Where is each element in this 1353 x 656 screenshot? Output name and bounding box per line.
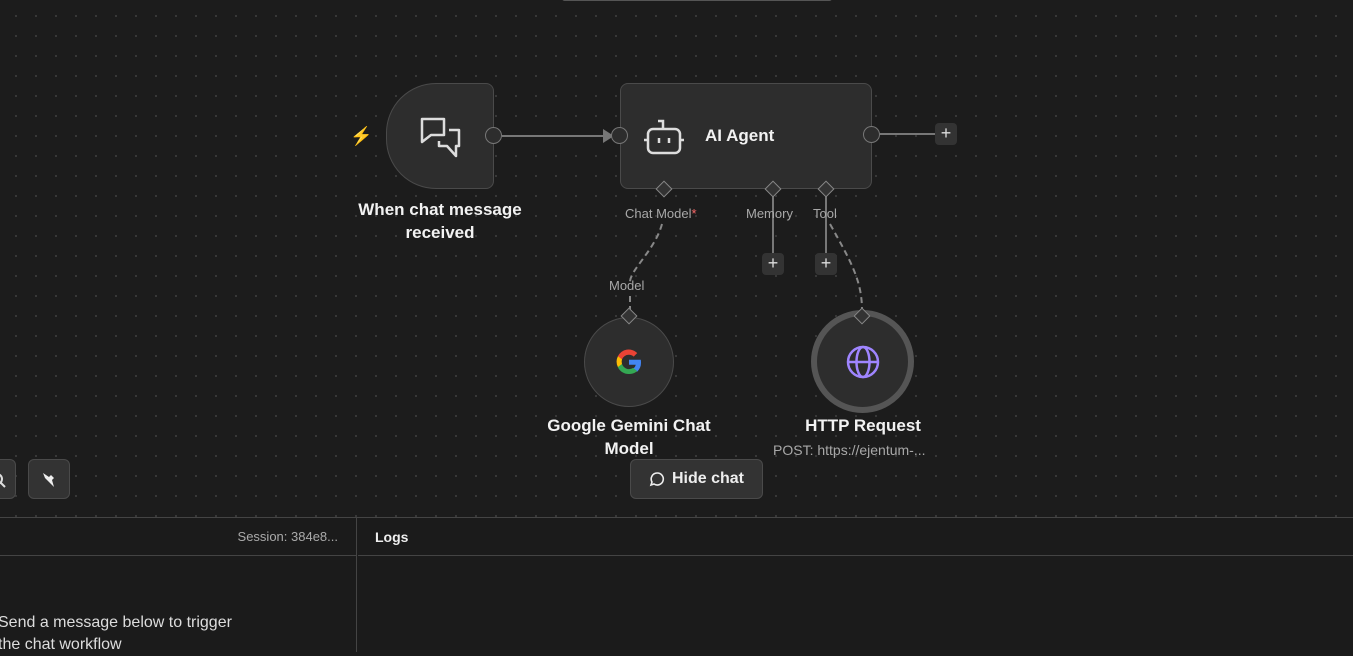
chat-logs-panel: Session: 384e8... Send a message below t… [0, 517, 1353, 653]
hide-chat-label: Hide chat [671, 470, 744, 487]
http-request-node[interactable] [811, 310, 914, 413]
chat-panel: Session: 384e8... Send a message below t… [0, 518, 357, 653]
agent-output-handle[interactable] [863, 126, 880, 143]
required-marker: * [691, 206, 697, 221]
tool-input-label: Tool [813, 206, 837, 221]
chat-model-input-label: Chat Model* [625, 206, 697, 221]
chat-icon [649, 472, 665, 487]
lightning-icon: ⚡ [350, 126, 373, 146]
chat-bubbles-icon [420, 117, 461, 158]
connection-http-tool [829, 223, 863, 311]
add-tool-button[interactable]: + [815, 253, 837, 275]
tidy-up-button[interactable] [28, 459, 70, 499]
chat-model-text: Chat Model [625, 206, 692, 221]
connection-arrow [603, 129, 614, 143]
connection-model [629, 223, 663, 283]
ai-agent-node[interactable]: AI Agent [620, 83, 872, 189]
http-request-subtitle: POST: https://ejentum-... [773, 442, 926, 458]
model-output-label: Model [609, 278, 645, 293]
logs-header: Logs [358, 518, 1353, 556]
google-icon [616, 349, 642, 375]
session-id: Session: 384e8... [237, 529, 338, 544]
add-node-after-agent-button[interactable]: + [935, 123, 957, 145]
trigger-output-handle[interactable] [485, 127, 502, 144]
ai-agent-label: AI Agent [705, 126, 775, 145]
robot-icon [644, 119, 684, 155]
memory-input-label: Memory [746, 206, 793, 221]
logs-title: Logs [375, 529, 409, 545]
gemini-node[interactable] [584, 317, 674, 407]
chat-empty-message: Send a message below to trigger the chat… [0, 614, 232, 653]
workflow-canvas[interactable]: ⚡ When chat message received AI Agent + … [0, 0, 1353, 517]
broom-icon [43, 473, 54, 487]
hide-chat-button[interactable]: Hide chat [630, 459, 763, 499]
http-request-label: HTTP Request [805, 416, 921, 435]
globe-icon [846, 345, 880, 379]
gemini-label: Google Gemini Chat Model [547, 416, 711, 458]
connections [502, 129, 936, 311]
trigger-node[interactable] [386, 83, 494, 189]
agent-input-handle[interactable] [611, 127, 628, 144]
add-memory-button[interactable]: + [762, 253, 784, 275]
zoom-icon [0, 473, 6, 488]
trigger-label: When chat message received [358, 200, 522, 242]
zoom-button[interactable] [0, 459, 16, 499]
